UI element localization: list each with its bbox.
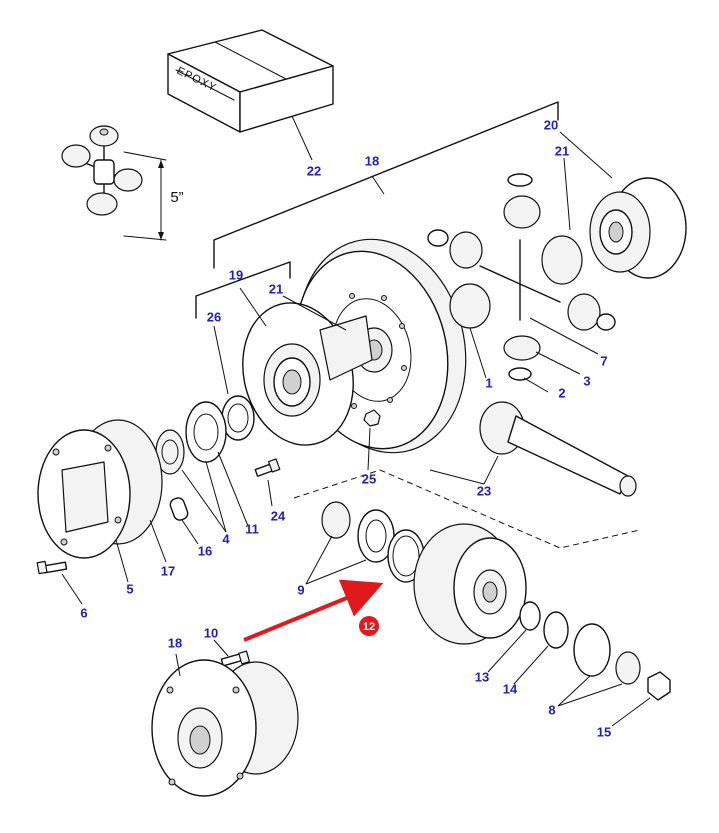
callout-11: 11 xyxy=(245,521,259,536)
callout-21-left: 21 xyxy=(269,281,283,296)
highlight-arrow xyxy=(243,579,384,642)
callout-15: 15 xyxy=(597,724,611,739)
spider-gear-set xyxy=(427,173,616,381)
callout-21-right: 21 xyxy=(555,143,569,158)
pin-16 xyxy=(169,497,189,521)
callout-4: 4 xyxy=(222,531,230,546)
left-hub xyxy=(37,419,163,559)
bolt-24 xyxy=(254,458,281,477)
differential-case-bottom xyxy=(151,659,299,797)
callout-20: 20 xyxy=(544,117,558,132)
callout-22: 22 xyxy=(307,163,321,178)
pinion-housing xyxy=(413,523,527,645)
callout-2: 2 xyxy=(558,385,565,400)
leader-lines xyxy=(61,131,651,727)
callout-5: 5 xyxy=(126,581,133,596)
callout-26: 26 xyxy=(207,309,221,324)
pinion-shaft xyxy=(479,401,637,497)
callout-9: 9 xyxy=(297,582,304,597)
callout-23: 23 xyxy=(477,483,491,498)
bearing-set-right xyxy=(519,601,671,701)
callout-16: 16 xyxy=(198,543,212,558)
differential-case-right xyxy=(589,177,687,279)
callout-6: 6 xyxy=(80,605,87,620)
dimension-label: 5” xyxy=(170,189,183,206)
highlight-badge-label: 12 xyxy=(363,621,375,633)
callout-17: 17 xyxy=(161,563,175,578)
bolt-10 xyxy=(220,650,251,667)
callout-10: 10 xyxy=(204,625,218,640)
callout-13: 13 xyxy=(475,669,489,684)
callout-labels: 22 18 20 21 19 21 26 1 2 3 7 25 23 24 11… xyxy=(80,117,611,739)
bolt-6 xyxy=(36,560,68,575)
callout-18-top: 18 xyxy=(365,153,379,168)
spider-gear-small xyxy=(61,125,143,216)
callout-25: 25 xyxy=(362,471,376,486)
nut-25 xyxy=(363,409,381,427)
epoxy-box: EPOXY xyxy=(167,29,334,133)
callout-3: 3 xyxy=(583,373,590,388)
callout-1: 1 xyxy=(485,375,492,390)
bearing-set-left xyxy=(155,395,255,475)
callout-8: 8 xyxy=(548,702,555,717)
callout-18-bottom: 18 xyxy=(168,635,182,650)
highlight-badge xyxy=(359,616,379,636)
callout-24: 24 xyxy=(271,508,286,523)
callout-19: 19 xyxy=(229,267,243,282)
callout-7: 7 xyxy=(600,353,607,368)
callout-14: 14 xyxy=(503,681,518,696)
differential-case-half xyxy=(242,302,373,446)
bearing-set-9 xyxy=(321,501,395,563)
